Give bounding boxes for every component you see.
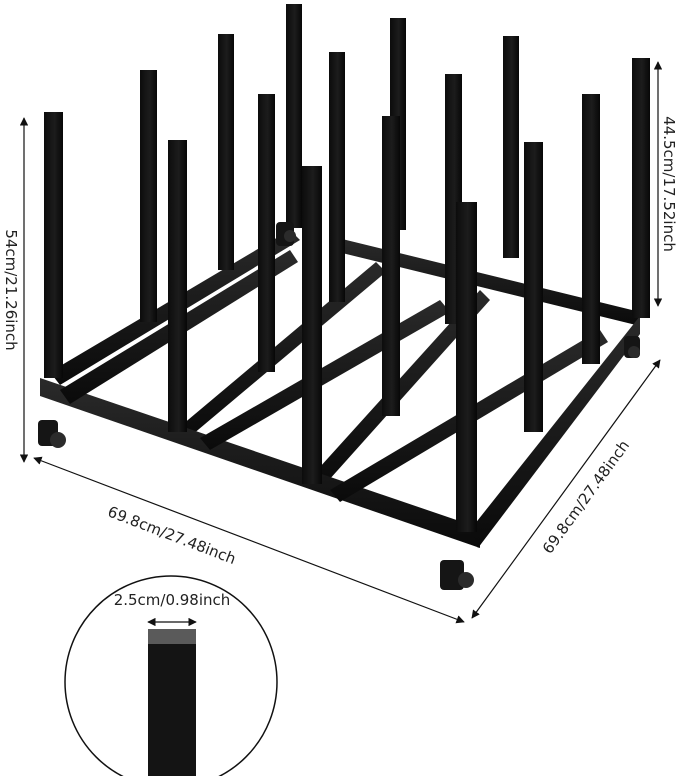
depth-label: 69.8cm/27.48inch — [539, 437, 633, 557]
caster-wheel — [38, 420, 66, 448]
post — [632, 58, 650, 318]
post — [503, 36, 519, 258]
tube-top-face — [148, 629, 196, 645]
post — [524, 142, 543, 432]
post — [168, 140, 187, 432]
height-label: 54cm/21.26inch — [2, 229, 20, 350]
post — [258, 94, 275, 372]
tube-detail-inset: 2.5cm/0.98inch — [64, 575, 278, 776]
post — [382, 116, 400, 416]
tube-body — [148, 644, 196, 776]
post — [44, 112, 63, 378]
width-label: 69.8cm/27.48inch — [105, 503, 238, 568]
dimension-height: 54cm/21.26inch — [2, 117, 29, 463]
posts — [44, 4, 650, 532]
post — [218, 34, 234, 270]
dimension-post-height: 44.5cm/17.52inch — [653, 61, 678, 307]
caster-wheel — [276, 222, 296, 246]
caster-wheel — [440, 560, 474, 590]
caster-wheel — [624, 336, 640, 358]
tube-width-label: 2.5cm/0.98inch — [114, 591, 231, 609]
dimension-width: 69.8cm/27.48inch — [33, 456, 465, 624]
post — [582, 94, 600, 364]
rack — [38, 4, 650, 590]
post — [329, 52, 345, 302]
post — [286, 4, 302, 228]
post — [140, 70, 157, 322]
post-height-label: 44.5cm/17.52inch — [660, 116, 678, 252]
post — [302, 166, 322, 484]
post — [456, 202, 477, 532]
